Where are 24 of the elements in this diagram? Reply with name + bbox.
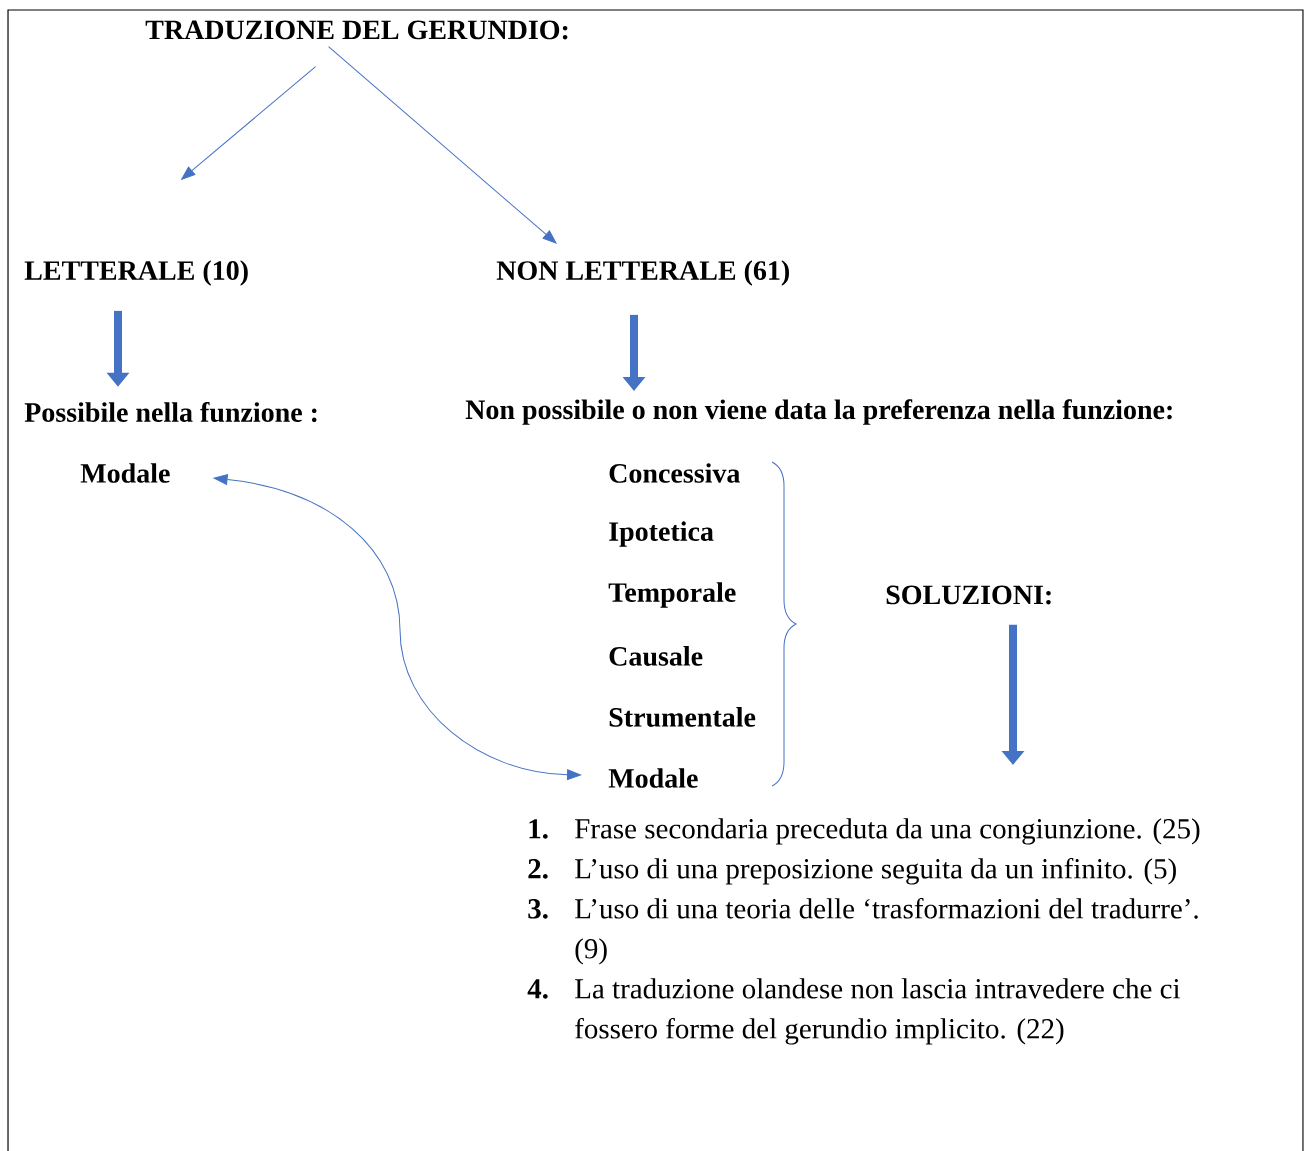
category-label: LETTERALE (10)	[24, 260, 248, 286]
list-item: La traduzione olandese non lascia intravedere che ci fossero forme del gerundio implicito. (22)	[575, 978, 1181, 1045]
category-label: NON LETTERALE (61)	[496, 260, 789, 286]
heading-text: SOLUZIONI:	[886, 585, 1051, 605]
heading-text: TRADUZIONE DEL GERUNDIO:	[145, 20, 568, 40]
function-label: Strumentale	[609, 707, 756, 727]
function-label: Ipotetica	[609, 521, 714, 547]
list-number: 4.	[527, 979, 548, 999]
list-number: 1.	[529, 819, 548, 839]
list-item: L’uso di una preposizione seguita da un infinito. (5)	[575, 857, 1176, 885]
list-item: Frase secondaria preceduta da una congiunzione. (25)	[575, 818, 1200, 845]
list-item: L’uso di una teoria delle ‘trasformazioni del tradurre’. (9)	[575, 897, 1198, 965]
list-number: 2.	[528, 859, 548, 879]
function-label: Modale	[80, 463, 170, 483]
function-label: Temporale	[608, 582, 736, 608]
function-label: Modale	[608, 768, 698, 788]
subheading-text: Possibile nella funzione :	[24, 401, 317, 423]
arrow	[328, 46, 557, 244]
function-label: Causale	[609, 646, 703, 666]
arrow	[213, 474, 582, 781]
function-label: Concessiva	[609, 463, 740, 483]
subheading-text: Non possibile o non viene data la preferenza nella funzione:	[465, 399, 1172, 425]
arrow	[181, 66, 317, 180]
list-number: 3.	[528, 899, 548, 919]
